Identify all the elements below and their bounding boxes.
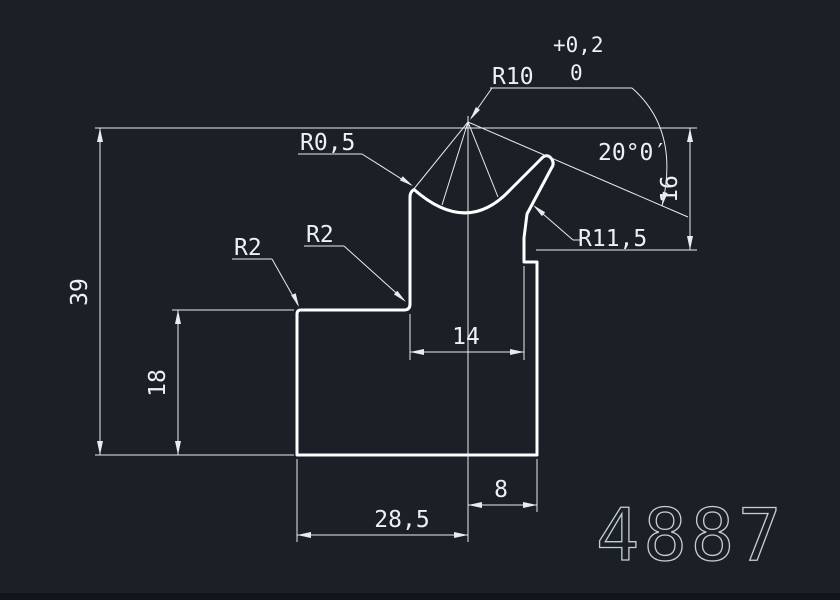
- dimension-nib-height: 16: [657, 128, 693, 250]
- dim-39-arrow-top: [97, 128, 103, 142]
- r05-label: R0,5: [300, 130, 355, 156]
- dimension-radius-corner-inner: R2: [304, 222, 406, 302]
- dim-18-arrow-top: [175, 310, 181, 324]
- dimension-right-offset: 8: [468, 477, 537, 508]
- r115-leader-arrow: [533, 205, 546, 217]
- ray-arc-left: [412, 121, 469, 191]
- r05-leader-arrow: [399, 176, 413, 186]
- dimension-radius-corner-outer: R2: [232, 235, 299, 307]
- part-number: 4887: [596, 493, 785, 577]
- dimension-step-height: 18: [145, 310, 181, 455]
- dim-39-arrow-bottom: [97, 441, 103, 455]
- r2-outer-leader-arrow: [291, 293, 299, 307]
- ray-arc-mid-left: [441, 121, 469, 206]
- window-bottom-edge: [0, 593, 840, 600]
- r115-label: R11,5: [578, 226, 647, 252]
- r2-inner-leader: [343, 245, 405, 301]
- dimension-total-height: 39: [67, 128, 103, 455]
- dim-285-arrow-left: [297, 532, 311, 538]
- dim-14-label: 14: [452, 324, 480, 350]
- r10-leader-arrow: [470, 107, 480, 120]
- r10-label: R10: [492, 64, 534, 90]
- tolerance-leader-arc: [631, 87, 668, 207]
- dim-16-arrow-top: [687, 128, 693, 142]
- extension-lines: [95, 116, 697, 542]
- dim-16-arrow-bottom: [687, 236, 693, 250]
- dim-14-arrow-right: [510, 349, 524, 355]
- dimension-base-width: 28,5: [297, 507, 468, 538]
- dimension-neck-width: 14: [410, 324, 524, 355]
- r2-inner-label: R2: [306, 222, 334, 248]
- dim-18-arrow-bottom: [175, 441, 181, 455]
- ray-arc-mid-right: [467, 121, 499, 198]
- dimension-radius-nib: R11,5: [533, 205, 647, 252]
- dim-18-label: 18: [145, 369, 171, 397]
- dim-285-arrow-right: [454, 532, 468, 538]
- dimension-radius-groove: R10 +0,2 0: [470, 33, 668, 207]
- dim-8-arrow-right: [523, 502, 537, 508]
- r2-outer-label: R2: [234, 235, 262, 261]
- tolerance-lower-label: 0: [570, 61, 583, 85]
- dimension-radius-fillet: R0,5: [298, 130, 413, 186]
- radius-construction-rays: [412, 121, 689, 218]
- r2-inner-leader-arrow: [393, 290, 406, 302]
- part-profile-outline: [295, 154, 555, 457]
- dim-39-label: 39: [67, 278, 93, 306]
- dim-8-arrow-left: [468, 502, 482, 508]
- tolerance-upper-label: +0,2: [553, 33, 604, 57]
- ray-20-degree: [467, 121, 689, 218]
- dim-16-label: 16: [657, 175, 683, 203]
- dim-14-arrow-left: [410, 349, 424, 355]
- angle-label: 20°0′: [598, 140, 667, 166]
- dimension-angle: 20°0′: [598, 140, 667, 166]
- tolerance-arc-arrow: [662, 191, 668, 206]
- dim-8-label: 8: [494, 477, 508, 503]
- dim-285-label: 28,5: [374, 507, 429, 533]
